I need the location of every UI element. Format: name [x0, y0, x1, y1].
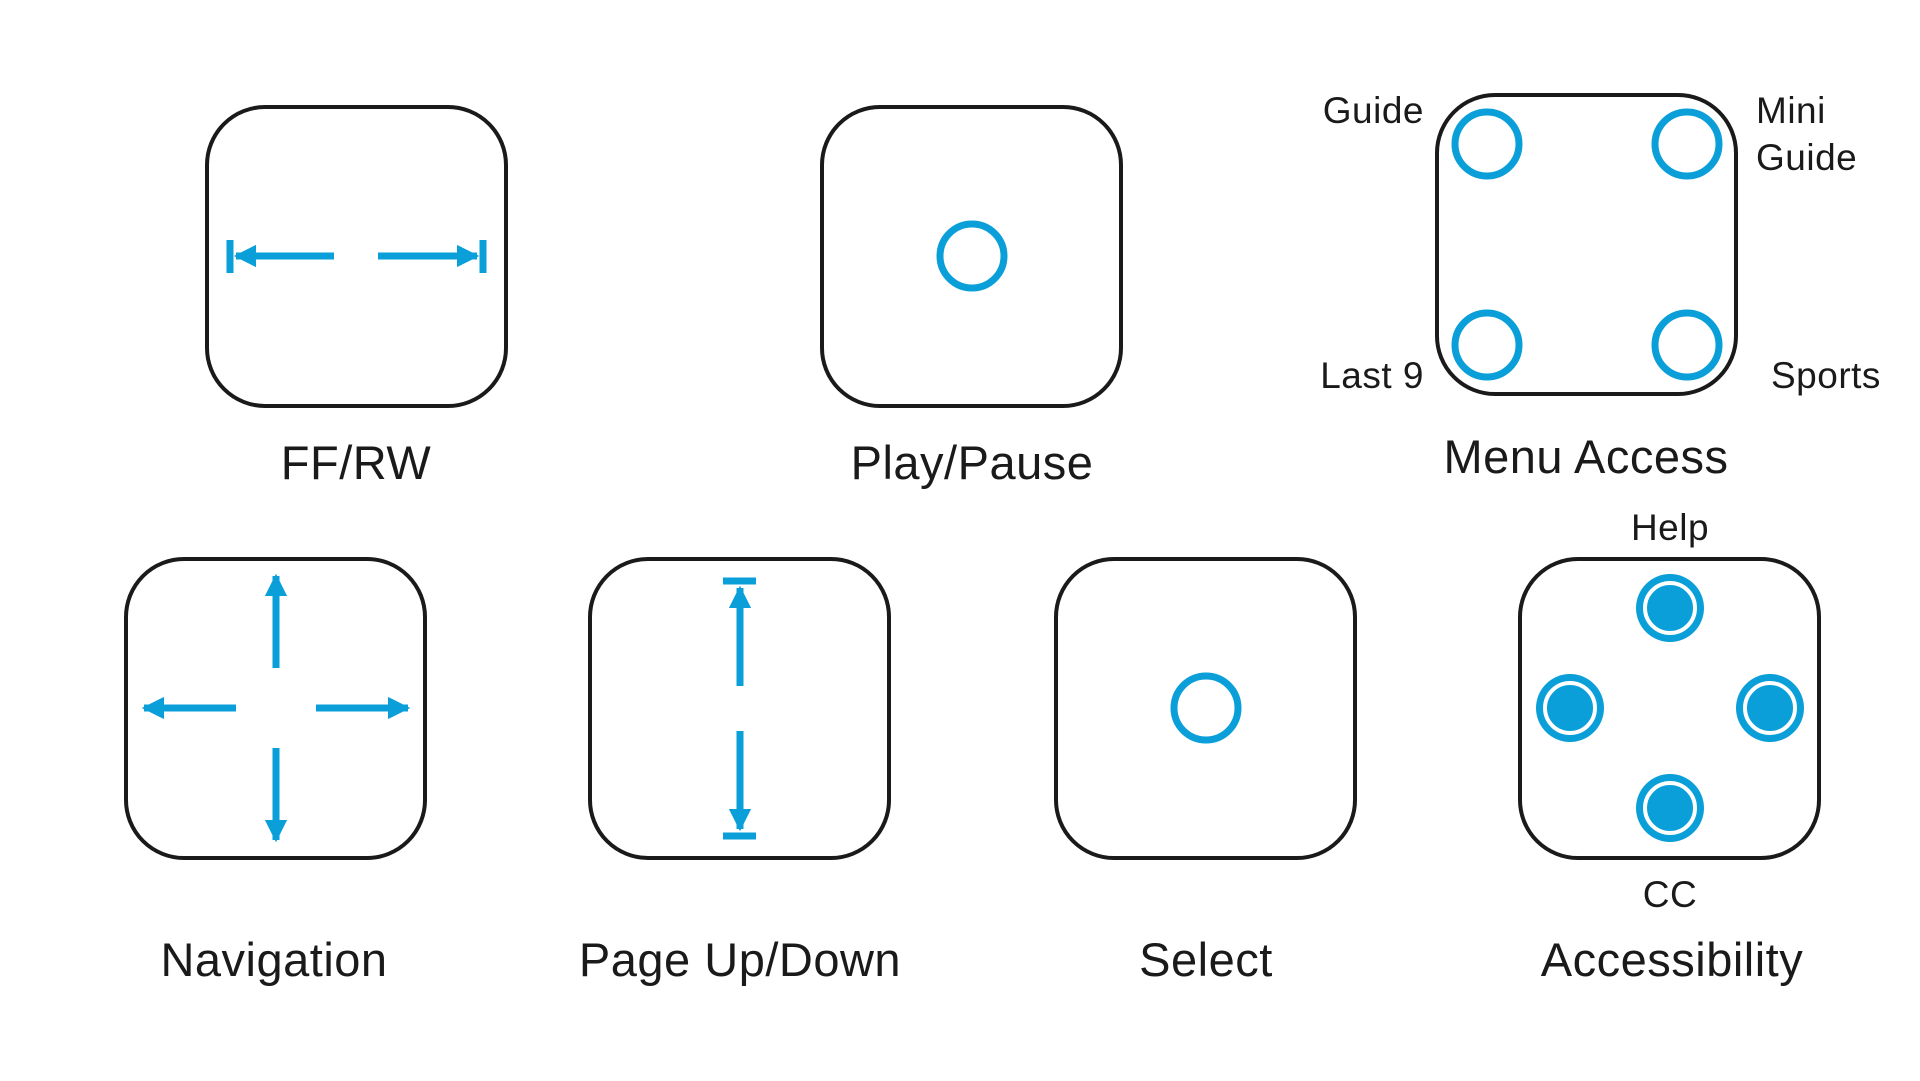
tap-circle-icon [1170, 672, 1242, 744]
accessibility-panel [1518, 557, 1821, 860]
help-label: Help [1630, 507, 1710, 548]
tap-circle-icon [936, 220, 1008, 292]
select-panel [1054, 557, 1357, 860]
help-dot-icon [1636, 574, 1704, 642]
last-9-tap-icon [1451, 309, 1523, 381]
mini-guide-label-line1: Mini [1756, 90, 1826, 131]
play-pause-label: Play/Pause [850, 436, 1094, 489]
ff-rw-label: FF/RW [280, 436, 432, 489]
four-dots-icon [1536, 574, 1804, 842]
play-pause-panel [820, 105, 1123, 408]
cc-label: CC [1642, 874, 1698, 915]
navigation-label: Navigation [160, 933, 388, 986]
cc-dot-icon [1636, 774, 1704, 842]
horizontal-arrows-icon [226, 240, 487, 273]
mini-guide-tap-icon [1651, 108, 1723, 180]
page-up-down-panel [588, 557, 891, 860]
left-dot-icon [1536, 674, 1604, 742]
right-dot-icon [1736, 674, 1804, 742]
mini-guide-label-line2: Guide [1756, 137, 1858, 178]
sports-tap-icon [1651, 309, 1723, 381]
select-label: Select [1139, 933, 1273, 986]
navigation-panel [124, 557, 427, 860]
menu-access-panel [1435, 93, 1738, 396]
accessibility-label: Accessibility [1540, 933, 1804, 986]
menu-access-label: Menu Access [1443, 430, 1729, 483]
last-9-label: Last 9 [1320, 355, 1424, 396]
four-way-arrows-icon [141, 573, 411, 843]
ff-rw-panel [205, 105, 508, 408]
sports-label: Sports [1771, 355, 1881, 396]
vertical-arrows-icon [723, 577, 756, 840]
page-up-down-label: Page Up/Down [578, 933, 902, 986]
guide-tap-icon [1451, 108, 1523, 180]
guide-label: Guide [1322, 90, 1424, 131]
